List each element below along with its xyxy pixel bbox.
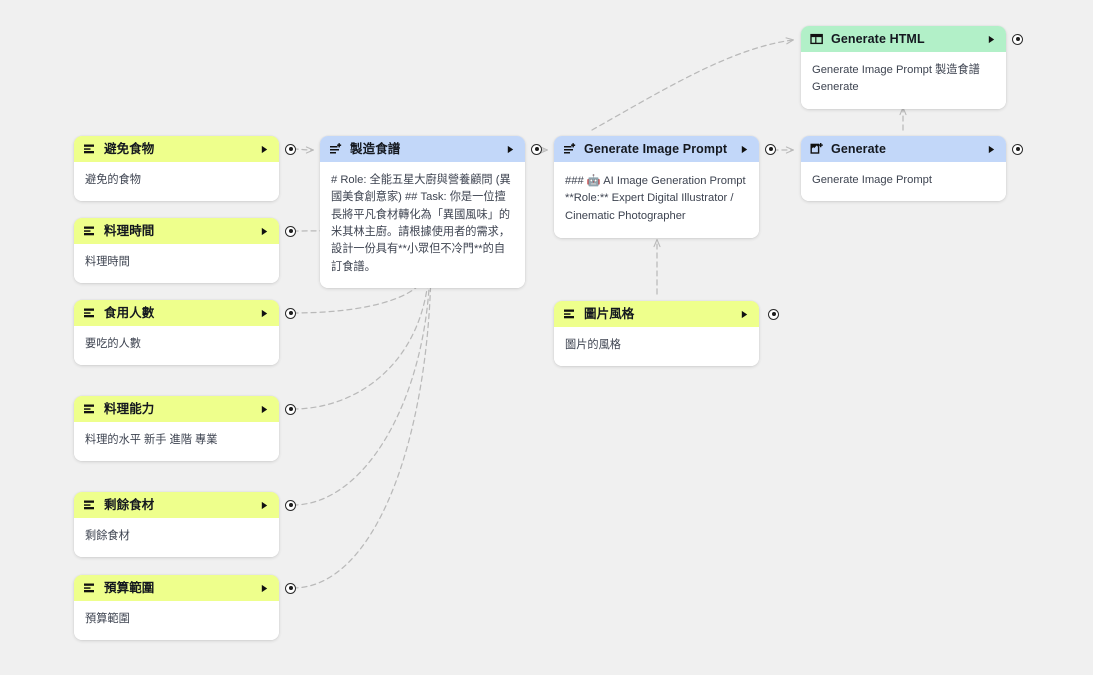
node-header[interactable]: 食用人數 [74,300,296,326]
output-port[interactable] [1012,33,1023,45]
node-header[interactable]: Generate [801,136,1023,162]
node-body: 要吃的人數 [74,326,279,366]
edge-gip-to-generate-html [591,37,795,131]
prompt-template-icon [563,142,577,156]
node-body: # Role: 全能五星大廚與營養顧問 (異國美食創意家) ## Task: 你… [320,162,525,289]
form-input-icon [83,142,97,156]
node-generate-image-prompt[interactable]: Generate Image Prompt ### 🤖 AI Image Gen… [554,136,776,239]
node-title: 料理時間 [104,224,155,238]
node-make-recipe[interactable]: 製造食譜 # Role: 全能五星大廚與營養顧問 (異國美食創意家) ## Ta… [320,136,542,289]
edge-leftover-ingredients [292,268,434,506]
node-body: 圖片的風格 [554,327,759,367]
edge-avoid-food [292,146,315,154]
output-port[interactable] [768,308,779,320]
output-port[interactable] [285,143,296,155]
node-title: 剩餘食材 [104,498,155,512]
table-layout-icon [810,32,824,46]
run-node-button[interactable] [257,142,271,156]
output-port[interactable] [531,143,542,155]
node-header[interactable]: 料理能力 [74,396,296,422]
node-title: 食用人數 [104,306,155,320]
node-body: 避免的食物 [74,162,279,202]
run-node-button[interactable] [257,224,271,238]
node-avoid-food[interactable]: 避免食物 避免的食物 [74,136,296,202]
edge-cooking-skill [292,268,433,410]
node-body: 料理的水平 新手 進階 專業 [74,422,279,462]
node-leftover-ingredients[interactable]: 剩餘食材 剩餘食材 [74,492,296,558]
output-port[interactable] [285,225,296,237]
node-header[interactable]: 製造食譜 [320,136,542,162]
node-body: Generate Image Prompt [801,162,1006,202]
node-generate-html[interactable]: Generate HTML Generate Image Prompt 製造食譜… [801,26,1023,109]
node-header[interactable]: 避免食物 [74,136,296,162]
node-title: Generate Image Prompt [584,142,728,156]
image-generate-icon [810,142,824,156]
node-budget-range[interactable]: 預算範圍 預算範圍 [74,575,296,641]
output-port[interactable] [285,307,296,319]
run-node-button[interactable] [257,581,271,595]
run-node-button[interactable] [984,142,998,156]
node-cook-time[interactable]: 料理時間 料理時間 [74,218,296,284]
form-input-icon [83,581,97,595]
node-header[interactable]: 預算範圍 [74,575,296,601]
node-title: Generate HTML [831,32,925,46]
output-port[interactable] [765,143,776,155]
run-node-button[interactable] [257,306,271,320]
node-body: 料理時間 [74,244,279,284]
edge-budget-range [292,268,435,589]
form-input-icon [83,498,97,512]
form-input-icon [563,307,577,321]
node-header[interactable]: Generate Image Prompt [554,136,776,162]
node-generate[interactable]: Generate Generate Image Prompt [801,136,1023,202]
run-node-button[interactable] [257,402,271,416]
node-body: 預算範圍 [74,601,279,641]
form-input-icon [83,402,97,416]
node-header[interactable]: Generate HTML [801,26,1023,52]
run-node-button[interactable] [257,498,271,512]
node-header[interactable]: 圖片風格 [554,301,779,327]
output-port[interactable] [1012,143,1023,155]
run-node-button[interactable] [737,307,751,321]
run-node-button[interactable] [503,142,517,156]
output-port[interactable] [285,582,296,594]
prompt-template-icon [329,142,343,156]
node-body: 剩餘食材 [74,518,279,558]
run-node-button[interactable] [737,142,751,156]
form-input-icon [83,306,97,320]
node-cooking-skill[interactable]: 料理能力 料理的水平 新手 進階 專業 [74,396,296,462]
output-port[interactable] [285,499,296,511]
node-title: 預算範圍 [104,581,155,595]
form-input-icon [83,224,97,238]
node-people-count[interactable]: 食用人數 要吃的人數 [74,300,296,366]
node-header[interactable]: 料理時間 [74,218,296,244]
node-title: 料理能力 [104,402,155,416]
node-title: 製造食譜 [350,142,401,156]
run-node-button[interactable] [984,32,998,46]
node-body: ### 🤖 AI Image Generation Prompt **Role:… [554,162,759,239]
node-image-style[interactable]: 圖片風格 圖片的風格 [554,301,779,367]
node-title: Generate [831,142,886,156]
node-title: 避免食物 [104,142,155,156]
node-title: 圖片風格 [584,307,635,321]
node-header[interactable]: 剩餘食材 [74,492,296,518]
node-body: Generate Image Prompt 製造食譜 Generate [801,52,1006,109]
output-port[interactable] [285,403,296,415]
